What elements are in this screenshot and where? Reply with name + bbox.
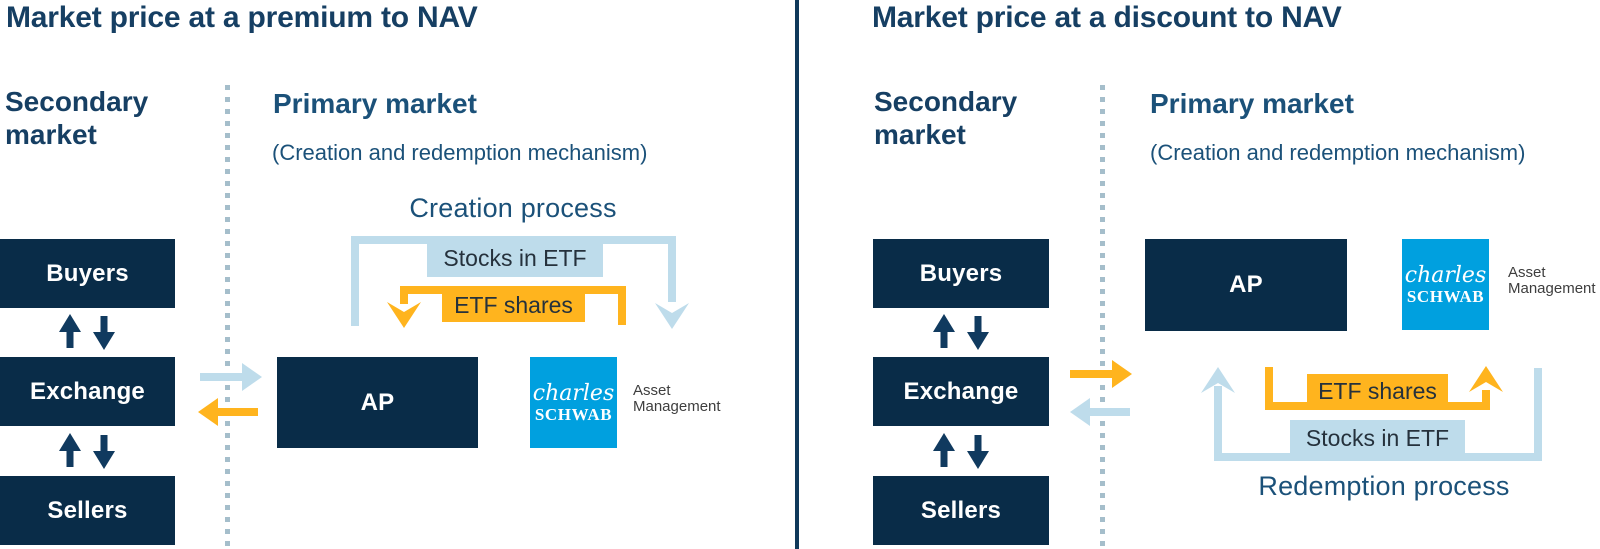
right-flow-right-arrow-icon [1070,360,1132,388]
left-asset-management-label: Asset Management [633,382,721,415]
left-schwab-logo-schwab: SCHWAB [534,404,613,424]
redemption-process-title: Redemption process [1258,471,1510,501]
left-mechanism-note: (Creation and redemption mechanism) [272,140,648,165]
right-market-boundary-dotted-line [1100,85,1105,549]
left-stocks-in-etf-label: Stocks in ETF [427,240,603,277]
left-panel-title: Market price at a premium to NAV [6,1,478,34]
left-schwab-logo-charles: charles [532,380,615,406]
right-etf-shares-label: ETF shares [1307,374,1448,408]
left-buyers-box: Buyers [0,239,175,308]
right-schwab-logo: charles SCHWAB [1402,239,1489,330]
left-market-boundary-dotted-line [225,85,230,549]
left-primary-market-label: Primary market [273,88,477,119]
left-sellers-box: Sellers [0,476,175,545]
right-exchange-sellers-updown-arrows-icon [933,433,989,469]
right-mechanism-note: (Creation and redemption mechanism) [1150,140,1526,165]
left-buyers-exchange-updown-arrows-icon [59,314,115,350]
left-flow-left-arrow-icon [198,398,258,426]
right-flow-left-arrow-icon [1070,398,1130,426]
right-buyers-box: Buyers [873,239,1049,308]
right-ap-box: AP [1145,239,1347,331]
redemption-stocks-flow-arrow [1201,367,1542,461]
left-flow-right-arrow-icon [200,363,262,391]
right-sellers-box: Sellers [873,476,1049,545]
left-exchange-box: Exchange [0,357,175,426]
right-schwab-logo-schwab: SCHWAB [1406,286,1485,306]
right-exchange-box: Exchange [873,357,1049,426]
left-secondary-market-label: Secondary market [5,86,149,150]
right-asset-management-label: Asset Management [1508,264,1596,297]
left-ap-box: AP [277,357,478,448]
right-primary-market-label: Primary market [1150,88,1354,119]
left-schwab-logo: charles SCHWAB [530,357,617,448]
right-secondary-market-label: Secondary market [874,86,1018,150]
right-panel-title: Market price at a discount to NAV [872,1,1342,34]
right-stocks-in-etf-label: Stocks in ETF [1290,420,1465,457]
left-etf-shares-label: ETF shares [442,288,585,322]
left-exchange-sellers-updown-arrows-icon [59,433,115,469]
creation-process-title: Creation process [409,193,617,223]
right-buyers-exchange-updown-arrows-icon [933,314,989,350]
right-schwab-logo-charles: charles [1404,262,1487,288]
panel-divider [795,0,799,549]
